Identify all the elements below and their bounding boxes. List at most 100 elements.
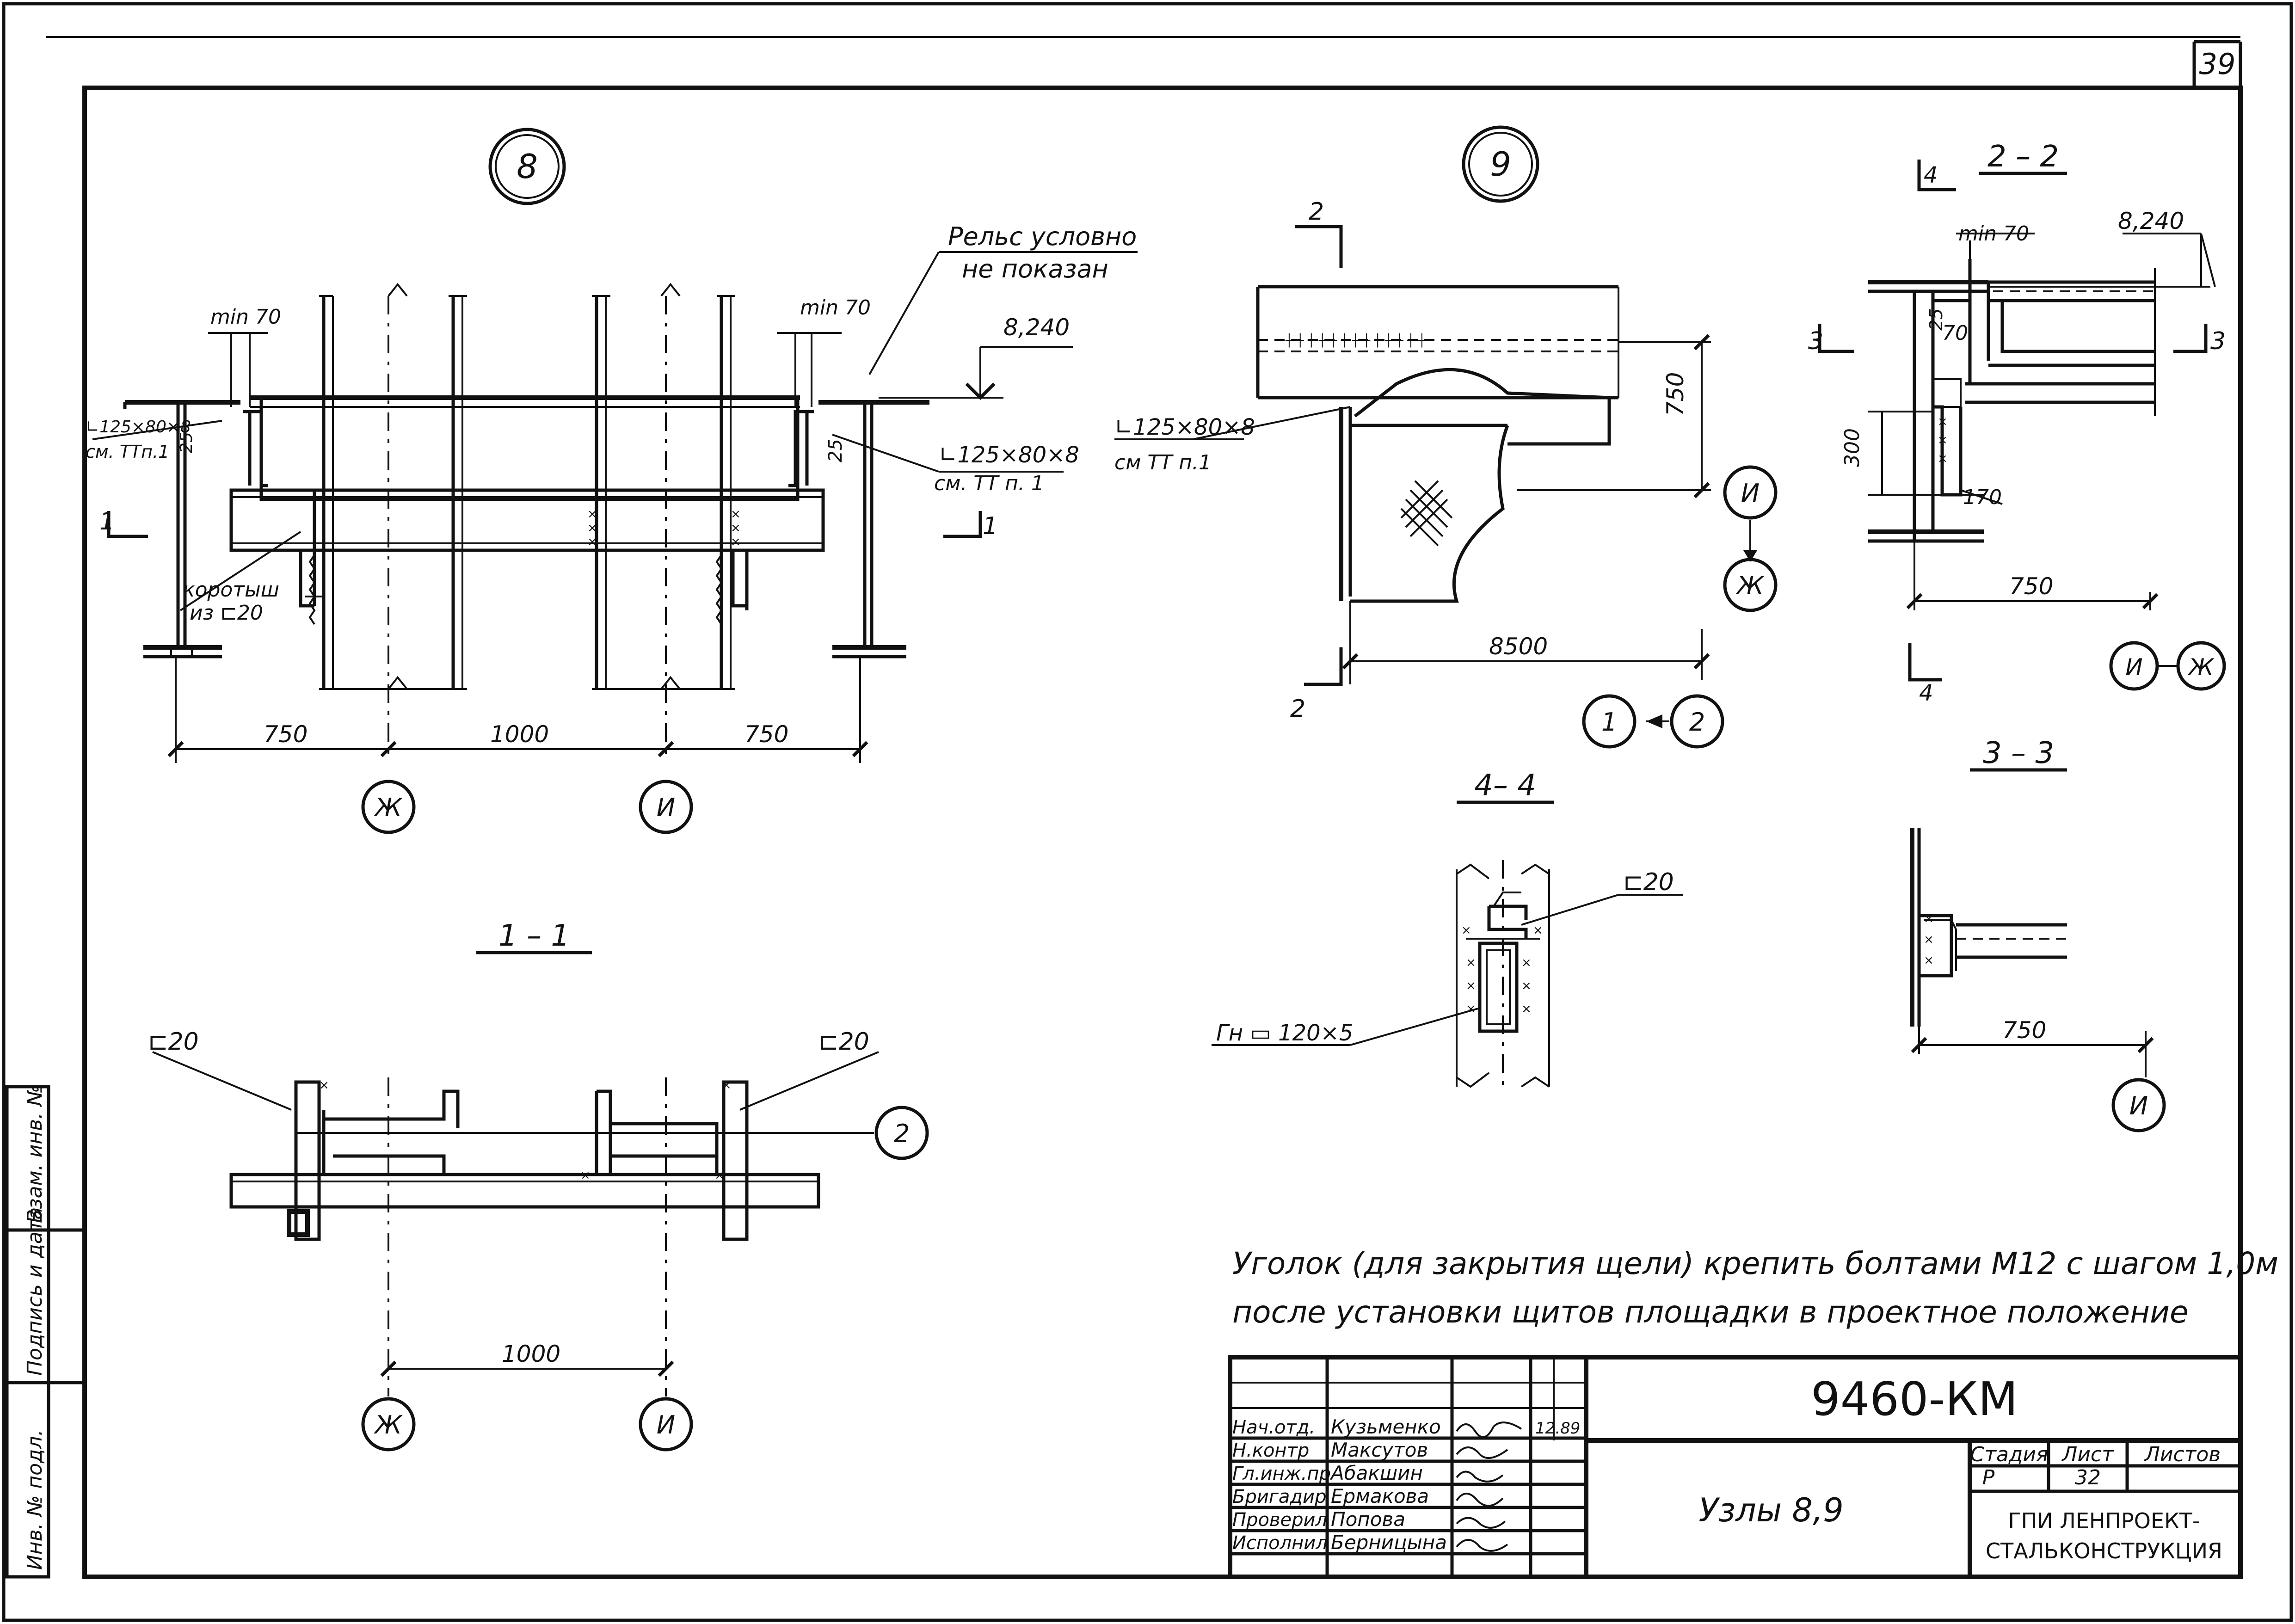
dim-1000-sec11: 1000 (502, 1341, 560, 1367)
axis-zh-node9 (1723, 558, 1778, 612)
svg-text:×: × (1521, 979, 1532, 993)
svg-text:×: × (731, 507, 741, 521)
svg-text:×: × (1466, 956, 1476, 970)
svg-text:×: × (1924, 912, 1934, 926)
tb-sheet: 32 (2075, 1466, 2101, 1489)
dim-750-b: 750 (744, 721, 788, 748)
tb-code: 9460-КМ (1811, 1372, 2018, 1426)
tb-name-4: Попова (1331, 1508, 1405, 1531)
node-9-marker (1462, 125, 1539, 203)
cut-4-top: 4 (1924, 162, 1938, 188)
node-8-marker (488, 128, 566, 205)
svg-text:×: × (731, 535, 741, 549)
cut-3-left: 3 (1808, 327, 1823, 355)
svg-text:×: × (1924, 953, 1934, 967)
min70-right: min 70 (800, 296, 871, 320)
axis-2-node9 (1670, 694, 1724, 749)
svg-text:×: × (587, 535, 597, 549)
node-9-drawing: ┼ ┼ ┼ ┼ ┼ ┼ ┼ ┼ ┼ ┼ ┼ ┼ ┼ (1114, 225, 1757, 728)
svg-text:×: × (587, 521, 597, 535)
tb-sheets-h: Листов (2144, 1443, 2221, 1466)
svg-text:×: × (1924, 933, 1934, 947)
tb-role-0: Нач.отд. (1232, 1417, 1315, 1438)
svg-text:×: × (1533, 923, 1543, 937)
node-8-label: 8 (517, 147, 538, 186)
section-2-2-drawing: × × × (1818, 160, 2216, 682)
axis-i-sec11 (639, 1397, 693, 1452)
c20-left: ⊏20 (148, 1028, 199, 1056)
axis-i-node9 (1723, 465, 1778, 520)
section-4-4-title: 4– 4 (1474, 769, 1536, 803)
svg-text:×: × (1521, 956, 1532, 970)
svg-text:×: × (1521, 1002, 1532, 1016)
tb-name-3: Ермакова (1331, 1485, 1429, 1507)
tb-role-1: Н.контр (1232, 1440, 1309, 1461)
elev-s22: 8,240 (2118, 208, 2184, 234)
note-line-1: Уголок (для закрытия щели) крепить болта… (1232, 1246, 2278, 1281)
cut-1-right: 1 (983, 512, 998, 540)
node-9-label: 9 (1490, 145, 1511, 184)
sheet-number: 39 (2199, 47, 2236, 81)
cut-2-bottom: 2 (1290, 695, 1305, 723)
axis-zh-label-sec11: Ж (374, 1410, 403, 1439)
axis-i-label-s33: И (2129, 1091, 2148, 1120)
axis-2-label-sec11: 2 (894, 1119, 910, 1148)
tb-role-3: Бригадир (1232, 1486, 1326, 1507)
section-4-4-drawing: × × × × × × × × (1212, 860, 1683, 1091)
cut-1-left: 1 (99, 508, 115, 535)
angle-left-label: ∟125×80×8 (86, 418, 191, 437)
tb-stage-h: Стадия (1970, 1443, 2049, 1466)
cut-3-right: 3 (2210, 327, 2226, 355)
dim-750-s22: 750 (2009, 573, 2053, 600)
tb-name-2: Абакшин (1329, 1462, 1423, 1484)
dim-70-s22: 70 (1942, 321, 1968, 345)
axis-2-label-node9: 2 (1689, 707, 1705, 737)
min70-left: min 70 (210, 305, 281, 329)
side-stamp (5, 1085, 85, 1579)
svg-text:×: × (1466, 1002, 1476, 1016)
min70-s22: min 70 (1958, 222, 2029, 246)
dim-170-s22: 170 (1963, 486, 2002, 509)
svg-text:×: × (721, 1078, 732, 1092)
axis-i-node8 (639, 780, 693, 834)
svg-text:×: × (714, 1169, 725, 1182)
stamp-vzam-inv: Взам. инв. № (23, 1085, 47, 1223)
rail-note-1: Рельс условно (948, 222, 1137, 251)
axis-i-s33 (2111, 1078, 2166, 1132)
svg-text:×: × (731, 521, 741, 535)
node-8-drawing: × × × × × × (92, 251, 1138, 763)
axis-i-label-node8: И (657, 793, 675, 822)
tb-role-5: Исполнил (1232, 1532, 1328, 1554)
tb-sheet-h: Лист (2061, 1443, 2114, 1466)
dim-25-left: 25 (177, 432, 196, 453)
see-tt-node9: см ТТ п.1 (1114, 451, 1212, 474)
stamp-inv-podl: Инв. № подл. (23, 1429, 47, 1570)
elev-node8: 8,240 (1003, 314, 1070, 341)
svg-text:×: × (319, 1078, 329, 1092)
tb-org-1: ГПИ ЛЕНПРОЕКТ- (2008, 1508, 2200, 1533)
korotysh-2: из ⊏20 (190, 601, 263, 625)
dim-1000-a: 1000 (490, 721, 549, 748)
cut-4-bottom: 4 (1919, 680, 1933, 706)
korotysh-1: коротыш (183, 578, 279, 602)
section-3-3-title: 3 – 3 (1983, 736, 2054, 770)
c20-right: ⊏20 (818, 1028, 869, 1056)
axis-zh-node8 (361, 780, 416, 834)
title-block (1228, 1355, 2243, 1579)
svg-text:×: × (587, 507, 597, 521)
svg-text:×: × (1938, 433, 1948, 447)
axis-1-node9 (1582, 694, 1637, 749)
dim-750-a: 750 (264, 721, 308, 748)
tb-name-0: Кузьменко (1331, 1415, 1441, 1438)
c20-s44: ⊏20 (1623, 868, 1674, 896)
rail-note-2: не показан (962, 254, 1108, 283)
dim-750-node9: 750 (1662, 372, 1689, 416)
svg-text:×: × (1461, 923, 1471, 937)
tb-name-5: Берницына (1331, 1531, 1447, 1554)
tb-name-1: Максутов (1331, 1439, 1428, 1461)
tb-date: 12.89 (1535, 1419, 1580, 1438)
see-tt-right: см. ТТ п. 1 (934, 472, 1044, 495)
gn-label: Гн ▭ 120×5 (1216, 1020, 1353, 1046)
